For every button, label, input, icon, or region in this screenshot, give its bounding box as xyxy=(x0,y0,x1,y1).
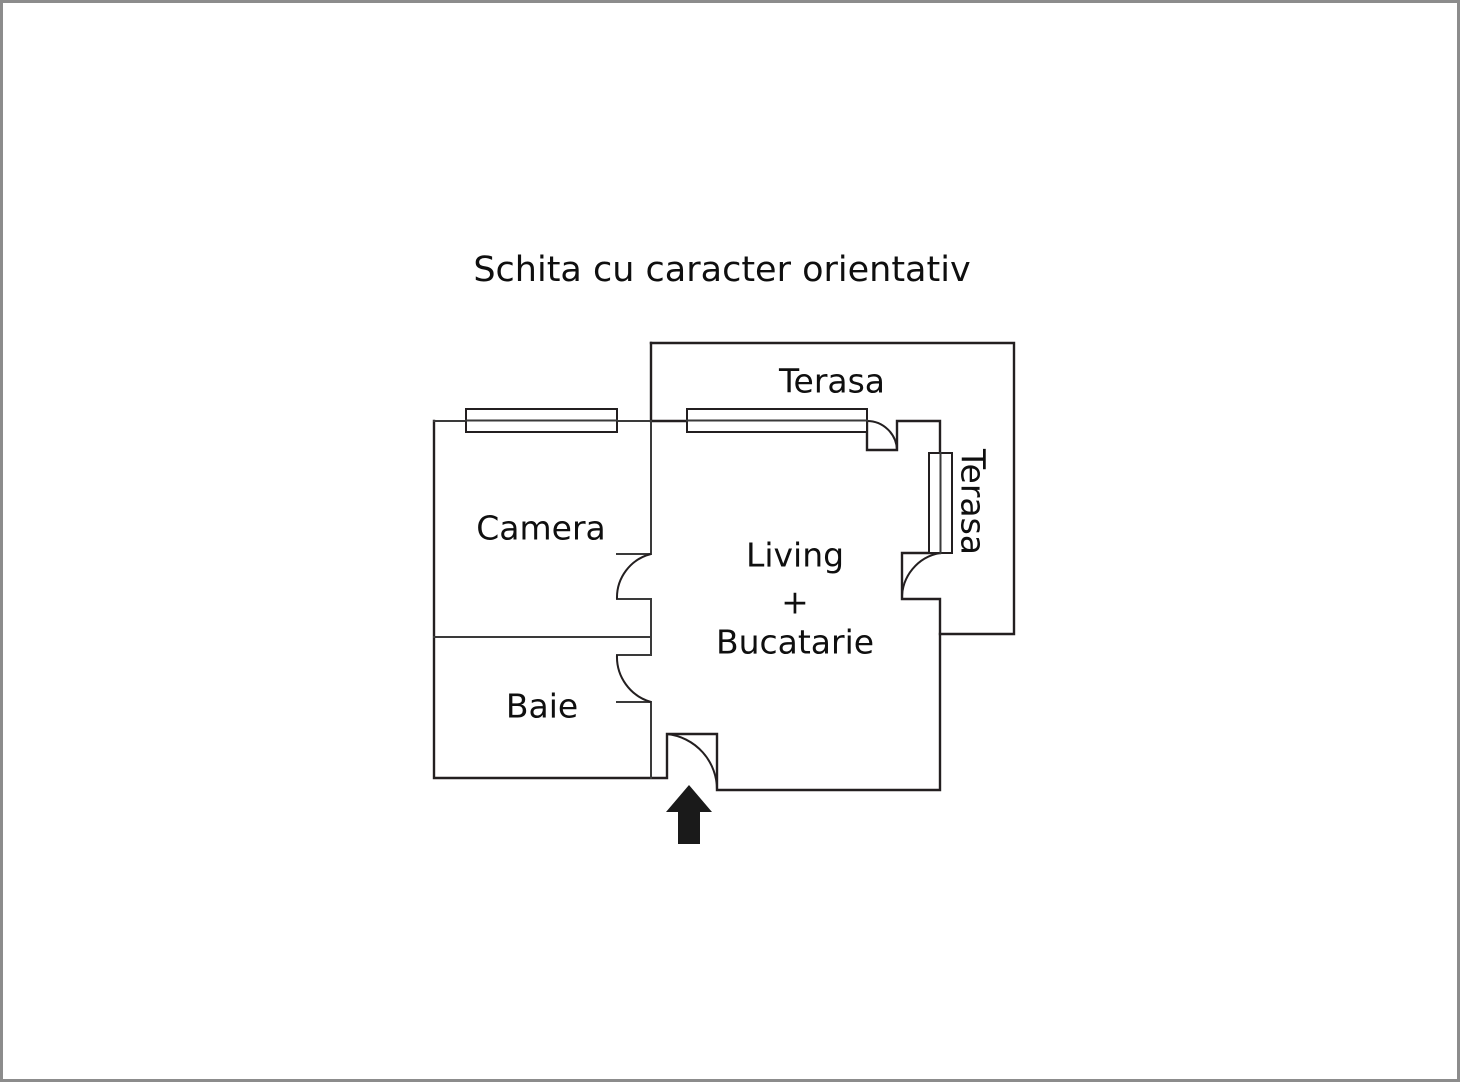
door-swing-baie xyxy=(615,654,652,703)
terrace-outline xyxy=(649,341,1016,636)
door-swing-camera xyxy=(615,553,652,600)
door-swing-entrance xyxy=(666,733,719,791)
window-terrace-top xyxy=(686,408,868,433)
window-terrace-right xyxy=(928,452,953,554)
room-label-terrace-right: Terasa xyxy=(954,448,993,555)
door-jamb-camera xyxy=(616,553,652,600)
door-swing-terrace-right xyxy=(900,552,941,600)
apartment-outline xyxy=(432,341,942,792)
room-label-plus: + xyxy=(781,583,809,622)
floor-plan-drawing: Schita cu caracter orientativ xyxy=(432,250,1016,844)
room-label-terrace-top: Terasa xyxy=(778,362,885,401)
page-title: Schita cu caracter orientativ xyxy=(473,250,970,290)
door-swing-terrace-top xyxy=(866,420,898,451)
room-label-camera: Camera xyxy=(476,509,606,548)
room-label-living: Living xyxy=(746,536,844,575)
room-label-bucatarie: Bucatarie xyxy=(716,623,874,662)
door-jamb-baie xyxy=(616,654,652,703)
window-camera xyxy=(465,408,618,433)
room-label-baie: Baie xyxy=(506,687,578,726)
entrance-arrow-icon xyxy=(666,785,712,844)
